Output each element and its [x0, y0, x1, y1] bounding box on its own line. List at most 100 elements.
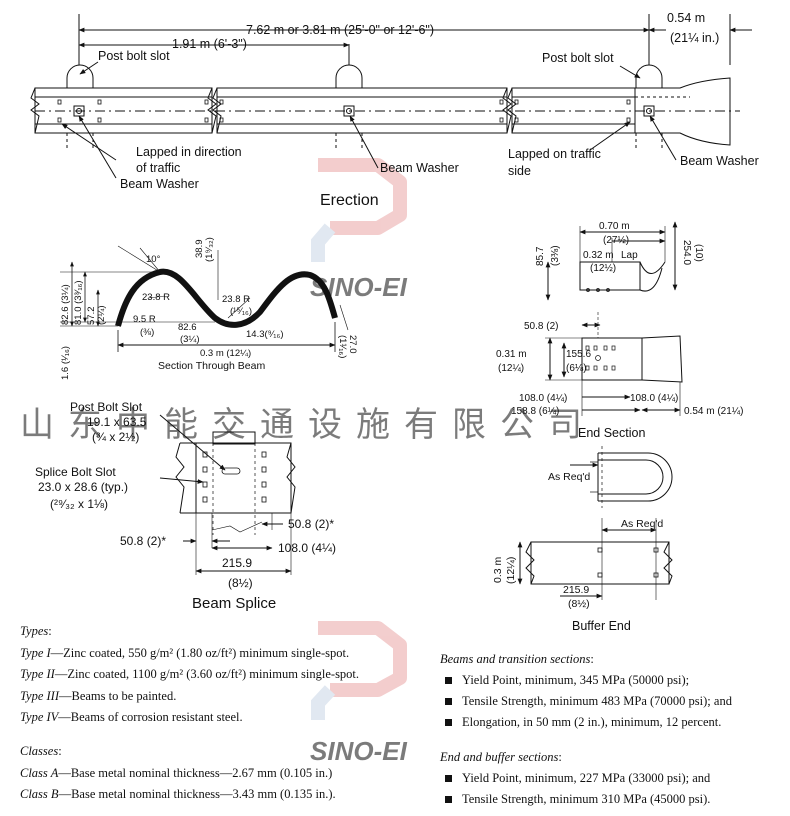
dim-23-8-r-b: 23.8 R [222, 294, 250, 305]
erection-title: Erection [320, 192, 379, 209]
watermark: SINO-EI SINO-EI 山东中能交通设施有限公司 [20, 158, 582, 766]
post-bolt-slot-dim-in: (¾ x 2½) [92, 430, 139, 444]
dim-angle: 10° [146, 254, 161, 265]
dim-0-32: 0.32 m [583, 250, 614, 261]
type-3-line: Type III—Beams to be painted. [20, 688, 177, 703]
dim-14-3: 14.3(⁹⁄₁₆) [246, 329, 284, 340]
dim-0-3-m-buffer: 0.3 m [492, 556, 504, 583]
dim-57-2-v-in: (2¼) [96, 305, 107, 325]
beam-washer-left-label: Beam Washer [120, 177, 199, 191]
dim-9-5-r: 9.5 R [133, 314, 156, 325]
lapped-side-label: Lapped on traffic [508, 147, 601, 161]
beams-item: Elongation, in 50 mm (2 in.), minimum, 1… [440, 712, 732, 733]
end-section-labels: 0.70 m (27½) 0.32 m (12½) Lap 254.0 (10)… [496, 221, 743, 440]
dim-27-in: (1¹⁄₁₆) [337, 335, 348, 358]
end-section-view [545, 221, 683, 416]
beam-washer-mid-label: Beam Washer [380, 161, 459, 175]
dim-215-9-buffer-in: (8½) [568, 598, 590, 610]
bullet-icon [445, 719, 452, 727]
erection-view [30, 14, 752, 179]
dim-215-9-buffer: 215.9 [563, 584, 589, 596]
dim-23-8-r-b-in: (¹⁵⁄₁₆) [230, 306, 252, 317]
section-title: Section Through Beam [158, 360, 265, 372]
as-reqd-top: As Req'd [548, 471, 590, 483]
dim-50-8-right: 50.8 (2)* [288, 517, 334, 531]
splice-bolt-slot-dim: 23.0 x 28.6 (typ.) [38, 480, 128, 494]
beam-washer-right-label: Beam Washer [680, 154, 759, 168]
erection-labels: 7.62 m or 3.81 m (25'-0" or 12'-6") 1.91… [98, 11, 759, 209]
dim-38-9: 38.9 [194, 240, 205, 259]
ends-item: Tensile Strength, minimum 310 MPa (45000… [440, 789, 710, 810]
dim-108: 108.0 (4¼) [278, 541, 336, 555]
beam-splice-labels: Post Bolt Slot 19.1 x 63.5 (¾ x 2½) Spli… [35, 400, 336, 612]
dim-38-9-in: (1⁹⁄₃₂) [204, 237, 215, 262]
dim-82-6-v: 82.6 (3¼) [60, 284, 71, 325]
dim-85-7-in: (3⅜) [550, 245, 561, 266]
dim-0-70: 0.70 m [599, 221, 630, 232]
ends-notes: End and buffer sections: Yield Point, mi… [440, 747, 710, 810]
dim-81-v: 81.0 (3³⁄₁₆) [73, 280, 84, 325]
type-2-line: Type II—Zinc coated, 1100 g/m² (3.60 oz/… [20, 667, 360, 681]
dim-57-2-v: 57.2 [86, 307, 97, 326]
beams-notes: Beams and transition sections: Yield Poi… [440, 649, 732, 733]
class-a-line: Class A—Base metal nominal thickness—2.6… [20, 765, 333, 780]
dim-82-6-b: 82.6 [178, 322, 197, 333]
end-section-title: End Section [578, 426, 645, 440]
lapped-direction-label-2: of traffic [136, 161, 180, 175]
dim-254-in: (10) [693, 244, 704, 262]
dim-108-a: 108.0 (4¼) [519, 392, 567, 404]
splice-bolt-slot-label: Splice Bolt Slot [35, 465, 116, 479]
buffer-end-labels: As Req'd As Req'd 0.3 m (12¼) 215.9 (8½)… [492, 471, 663, 633]
ends-heading: End and buffer sections: [440, 750, 562, 764]
beam-splice-title: Beam Splice [192, 595, 276, 612]
dim-total-length: 7.62 m or 3.81 m (25'-0" or 12'-6") [246, 23, 434, 37]
post-bolt-slot-left-label: Post bolt slot [98, 49, 170, 63]
dim-155-6-in: (6⅛) [566, 363, 587, 374]
section-labels: 10° 38.9 (1⁹⁄₃₂) 23.8 R 23.8 R (¹⁵⁄₁₆) 9… [60, 237, 358, 380]
lap-label: Lap [621, 250, 638, 261]
buffer-end-title: Buffer End [572, 619, 631, 633]
ends-item: Yield Point, minimum, 227 MPa (33000 psi… [440, 768, 710, 789]
dim-0-31: 0.31 m [496, 349, 527, 360]
watermark-brand-bottom: SINO-EI [310, 736, 408, 766]
dim-0-54: 0.54 m (21¼) [684, 405, 743, 417]
dim-0-3-m-buffer-in: (12¼) [505, 557, 517, 584]
dim-215-9: 215.9 [222, 556, 252, 570]
types-notes: Types: Type I—Zinc coated, 550 g/m² (1.8… [20, 621, 359, 729]
post-bolt-slot-right-label: Post bolt slot [542, 51, 614, 65]
type-1-line: Type I—Zinc coated, 550 g/m² (1.80 oz/ft… [20, 645, 350, 660]
beams-heading: Beams and transition sections: [440, 652, 594, 666]
dim-0-31-in: (12¼) [498, 362, 524, 374]
dim-0-32-in: (12½) [590, 263, 616, 274]
beam-splice-view [159, 414, 296, 575]
dim-82-6-b-in: (3¼) [180, 334, 200, 345]
type-4-line: Type IV—Beams of corrosion resistant ste… [20, 710, 243, 724]
bullet-icon [445, 677, 452, 685]
dim-155-6: 155.6 [566, 349, 591, 360]
bullet-icon [445, 698, 452, 706]
as-reqd-bottom: As Req'd [621, 518, 663, 530]
dim-9-5-r-in: (⅜) [140, 327, 154, 338]
dim-end-length-in: (21¼ in.) [670, 31, 719, 45]
bullet-icon [445, 775, 452, 783]
dim-254: 254.0 [681, 240, 692, 265]
dim-end-length: 0.54 m [667, 11, 705, 25]
dim-23-8-r-a: 23.8 R [142, 292, 170, 303]
post-bolt-slot-dim: 19.1 x 63.5 [87, 415, 147, 429]
dim-50-8-left: 50.8 (2)* [120, 534, 166, 548]
buffer-end-view [517, 446, 673, 600]
dim-0-70-in: (27½) [603, 235, 629, 246]
lapped-side-label-2: side [508, 164, 531, 178]
bullet-icon [445, 796, 452, 804]
dim-85-7: 85.7 [535, 246, 546, 266]
post-bolt-slot-label: Post Bolt Slot [70, 400, 143, 414]
lapped-direction-label: Lapped in direction [136, 145, 242, 159]
dim-0-3-m: 0.3 m (12¼) [200, 348, 251, 359]
dim-50-8: 50.8 (2) [524, 321, 558, 332]
dim-108-b: 108.0 (4¼) [630, 392, 678, 404]
beams-item: Yield Point, minimum, 345 MPa (50000 psi… [440, 670, 732, 691]
section-view [60, 245, 349, 352]
classes-heading: Classes: [20, 744, 62, 758]
beams-item: Tensile Strength, minimum 483 MPa (70000… [440, 691, 732, 712]
